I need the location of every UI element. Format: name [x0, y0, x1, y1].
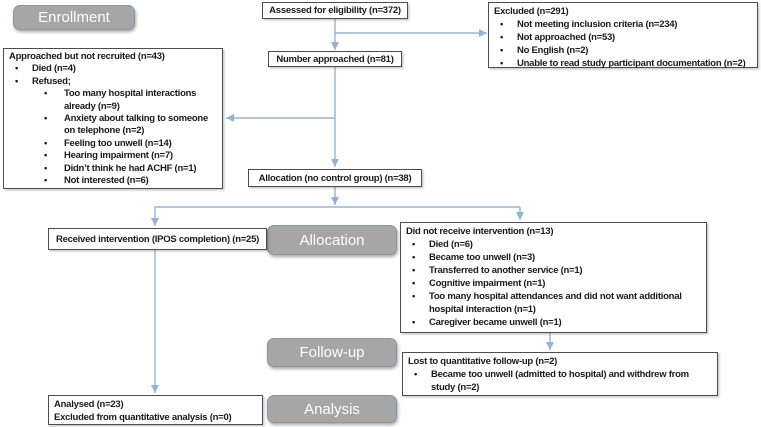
list-item: Hearing impairment (n=7): [4, 150, 222, 163]
list-item: Refused;: [4, 76, 222, 89]
list-item: Died (n=4): [4, 63, 222, 76]
refused-reasons-list: Too many hospital interactions already (…: [4, 88, 222, 188]
lost-followup-list: Became too unwell (admitted to hospital)…: [403, 368, 717, 394]
list-item: Caregiver became unwell (n=1): [401, 316, 706, 329]
stage-label-analysis: Analysis: [267, 395, 397, 423]
stage-label-followup: Follow-up: [267, 338, 397, 367]
list-item: Transferred to another service (n=1): [401, 264, 706, 277]
lost-followup-title: Lost to quantitative follow-up (n=2): [408, 356, 558, 367]
box-received-intervention: Received intervention (IPOS completion) …: [48, 228, 267, 250]
box-assessed-eligibility: Assessed for eligibility (n=372): [262, 2, 408, 19]
list-item: Too many hospital interactions already (…: [4, 88, 222, 113]
excluded-list: Not meeting inclusion criteria (n=234) N…: [489, 18, 757, 70]
box-not-recruited: Approached but not recruited (n=43) Died…: [3, 48, 223, 189]
box-lost-followup: Lost to quantitative follow-up (n=2) Bec…: [402, 352, 718, 396]
stage-label-allocation: Allocation: [267, 225, 397, 255]
box-allocation-no-control: Allocation (no control group) (n=38): [248, 169, 422, 187]
list-item: Not meeting inclusion criteria (n=234): [489, 18, 757, 31]
box-did-not-receive: Did not receive intervention (n=13) Died…: [400, 222, 707, 333]
box-number-approached: Number approached (n=81): [268, 51, 402, 67]
list-item: Too many hospital attendances and did no…: [401, 290, 706, 316]
list-item: Feeling too unwell (n=14): [4, 138, 222, 151]
did-not-receive-list: Died (n=6) Became too unwell (n=3) Trans…: [401, 238, 706, 329]
did-not-receive-title: Did not receive intervention (n=13): [406, 226, 554, 237]
list-item: Became too unwell (admitted to hospital)…: [403, 368, 717, 394]
list-item: No English (n=2): [489, 44, 757, 57]
not-recruited-list: Died (n=4) Refused;: [4, 63, 222, 88]
box-analysed: Analysed (n=23) Excluded from quantitati…: [48, 395, 263, 425]
excluded-title: Excluded (n=291): [494, 6, 569, 17]
list-item: Not approached (n=53): [489, 31, 757, 44]
list-item: Died (n=6): [401, 238, 706, 251]
stage-label-enrollment: Enrollment: [13, 5, 135, 30]
list-item: Anxiety about talking to someone on tele…: [4, 113, 222, 138]
not-recruited-title: Approached but not recruited (n=43): [9, 51, 165, 62]
list-item: Became too unwell (n=3): [401, 251, 706, 264]
analysed-excluded-line: Excluded from quantitative analysis (n=0…: [54, 412, 232, 423]
list-item: Unable to read study participant documen…: [489, 57, 757, 70]
list-item: Not interested (n=6): [4, 175, 222, 188]
list-item: Didn’t think he had ACHF (n=1): [4, 163, 222, 176]
box-excluded: Excluded (n=291) Not meeting inclusion c…: [488, 2, 758, 70]
analysed-line: Analysed (n=23): [54, 399, 124, 410]
list-item: Cognitive impairment (n=1): [401, 277, 706, 290]
